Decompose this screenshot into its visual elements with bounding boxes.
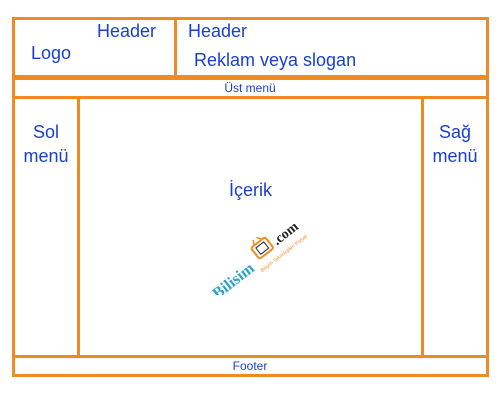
header-left-label: Header <box>97 21 157 41</box>
header-right-box <box>174 17 489 78</box>
left-menu-label: Sol menü <box>23 122 69 166</box>
footer-label: Footer <box>232 359 268 373</box>
tv-icon <box>250 236 274 260</box>
watermark-logo: Bilisim .com Bilişim Teknolojileri Porta… <box>209 219 308 295</box>
watermark-brand: Bilisim <box>209 259 258 295</box>
content-label: İçerik <box>228 180 272 200</box>
logo-label: Logo <box>31 43 72 63</box>
top-menu-label: Üst menü <box>224 81 276 95</box>
slogan-label: Reklam veya slogan <box>194 50 357 70</box>
right-menu-label: Sağ menü <box>432 122 478 166</box>
footer-box <box>12 355 489 377</box>
header-right-label: Header <box>188 21 248 41</box>
